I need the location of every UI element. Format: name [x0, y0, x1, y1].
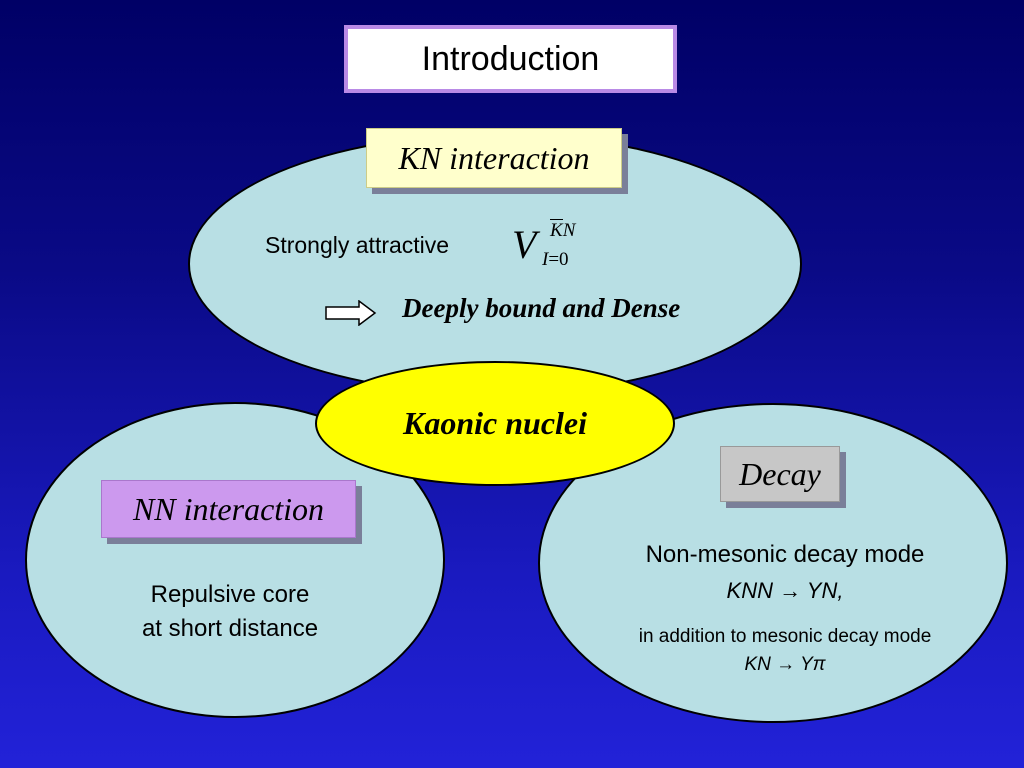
- formula-base: V: [512, 222, 537, 267]
- kn-result: Deeply bound and Dense: [402, 293, 681, 323]
- nn-interaction-tag: NN interaction: [101, 480, 356, 538]
- kn-description: Strongly attractive: [265, 232, 450, 258]
- kaonic-nuclei-ellipse: Kaonic nuclei: [315, 361, 675, 486]
- kaonic-nuclei-label: Kaonic nuclei: [402, 405, 587, 441]
- slide-title: Introduction: [344, 25, 677, 93]
- kn-interaction-tag: KN interaction: [366, 128, 622, 188]
- decay-tag: Decay: [720, 446, 840, 502]
- decay-line2: KNN → YN,: [726, 578, 844, 603]
- decay-label: Decay: [739, 455, 821, 492]
- decay-line4: KN → Yπ: [744, 654, 826, 675]
- decay-line1: Non-mesonic decay mode: [645, 541, 925, 568]
- right-arrow-icon: [325, 300, 377, 326]
- nn-line1: Repulsive core: [150, 581, 310, 608]
- formula-subscript: I=0: [542, 249, 569, 271]
- formula-sub-rest: =0: [548, 249, 569, 270]
- formula-sub-var: I: [542, 249, 549, 270]
- slide-title-text: Introduction: [421, 39, 600, 78]
- formula-superscript: KN: [550, 219, 576, 242]
- nn-interaction-label: NN interaction: [132, 490, 325, 527]
- formula-sup-bar: K: [550, 219, 563, 241]
- nn-description: Repulsive core at short distance: [100, 578, 360, 646]
- decay-line3: in addition to mesonic decay mode: [638, 626, 932, 647]
- nn-line2: at short distance: [141, 615, 319, 642]
- kn-potential-formula: V KN I=0: [512, 215, 602, 275]
- kn-interaction-label: KN interaction: [398, 139, 590, 176]
- formula-sup-rest: N: [562, 220, 576, 241]
